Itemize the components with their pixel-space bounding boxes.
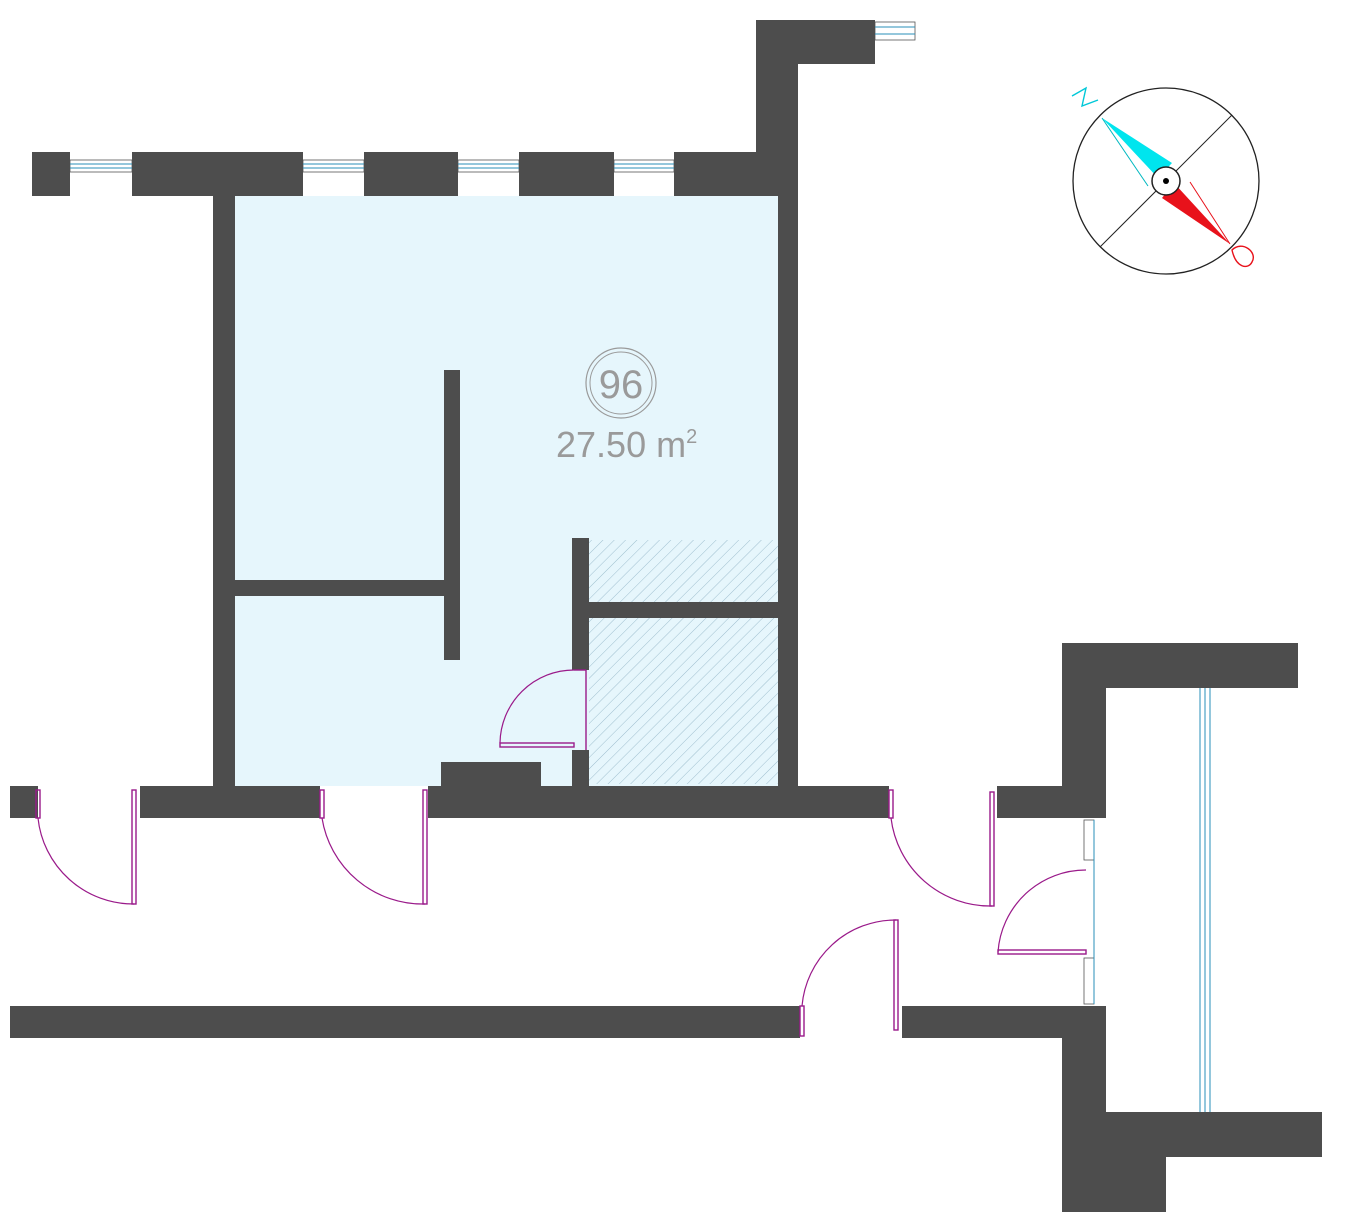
window bbox=[457, 159, 520, 173]
compass-ring bbox=[1072, 87, 1260, 275]
window bbox=[613, 159, 675, 173]
doors bbox=[35, 669, 1087, 1037]
room-area: 27.50 m bbox=[556, 424, 686, 465]
window bbox=[302, 159, 365, 173]
hatched-area-upper bbox=[589, 540, 778, 602]
compass bbox=[1071, 86, 1260, 275]
hatched-area-lower bbox=[589, 618, 778, 784]
room-entrance-door[interactable] bbox=[499, 669, 587, 750]
compass-north-needle bbox=[1102, 118, 1172, 178]
room-number-circle bbox=[585, 347, 657, 419]
walls bbox=[10, 20, 1322, 1212]
vertical-windows bbox=[1083, 688, 1211, 1112]
compass-south-needle bbox=[1162, 183, 1230, 244]
door-stair[interactable] bbox=[997, 869, 1087, 955]
room-label: 96 27.50 m2 bbox=[556, 347, 697, 465]
south-marker-icon bbox=[1231, 245, 1254, 268]
door-south[interactable] bbox=[799, 919, 899, 1037]
room-number: 96 bbox=[599, 363, 644, 407]
north-marker-icon bbox=[1071, 86, 1099, 108]
window bbox=[69, 159, 133, 173]
door-2[interactable] bbox=[319, 789, 428, 905]
door-1[interactable] bbox=[35, 789, 137, 905]
room-area-unit-exponent: 2 bbox=[686, 426, 697, 448]
window bbox=[874, 21, 916, 41]
room-area-text: 27.50 m2 bbox=[556, 424, 697, 465]
door-3[interactable] bbox=[888, 789, 995, 907]
